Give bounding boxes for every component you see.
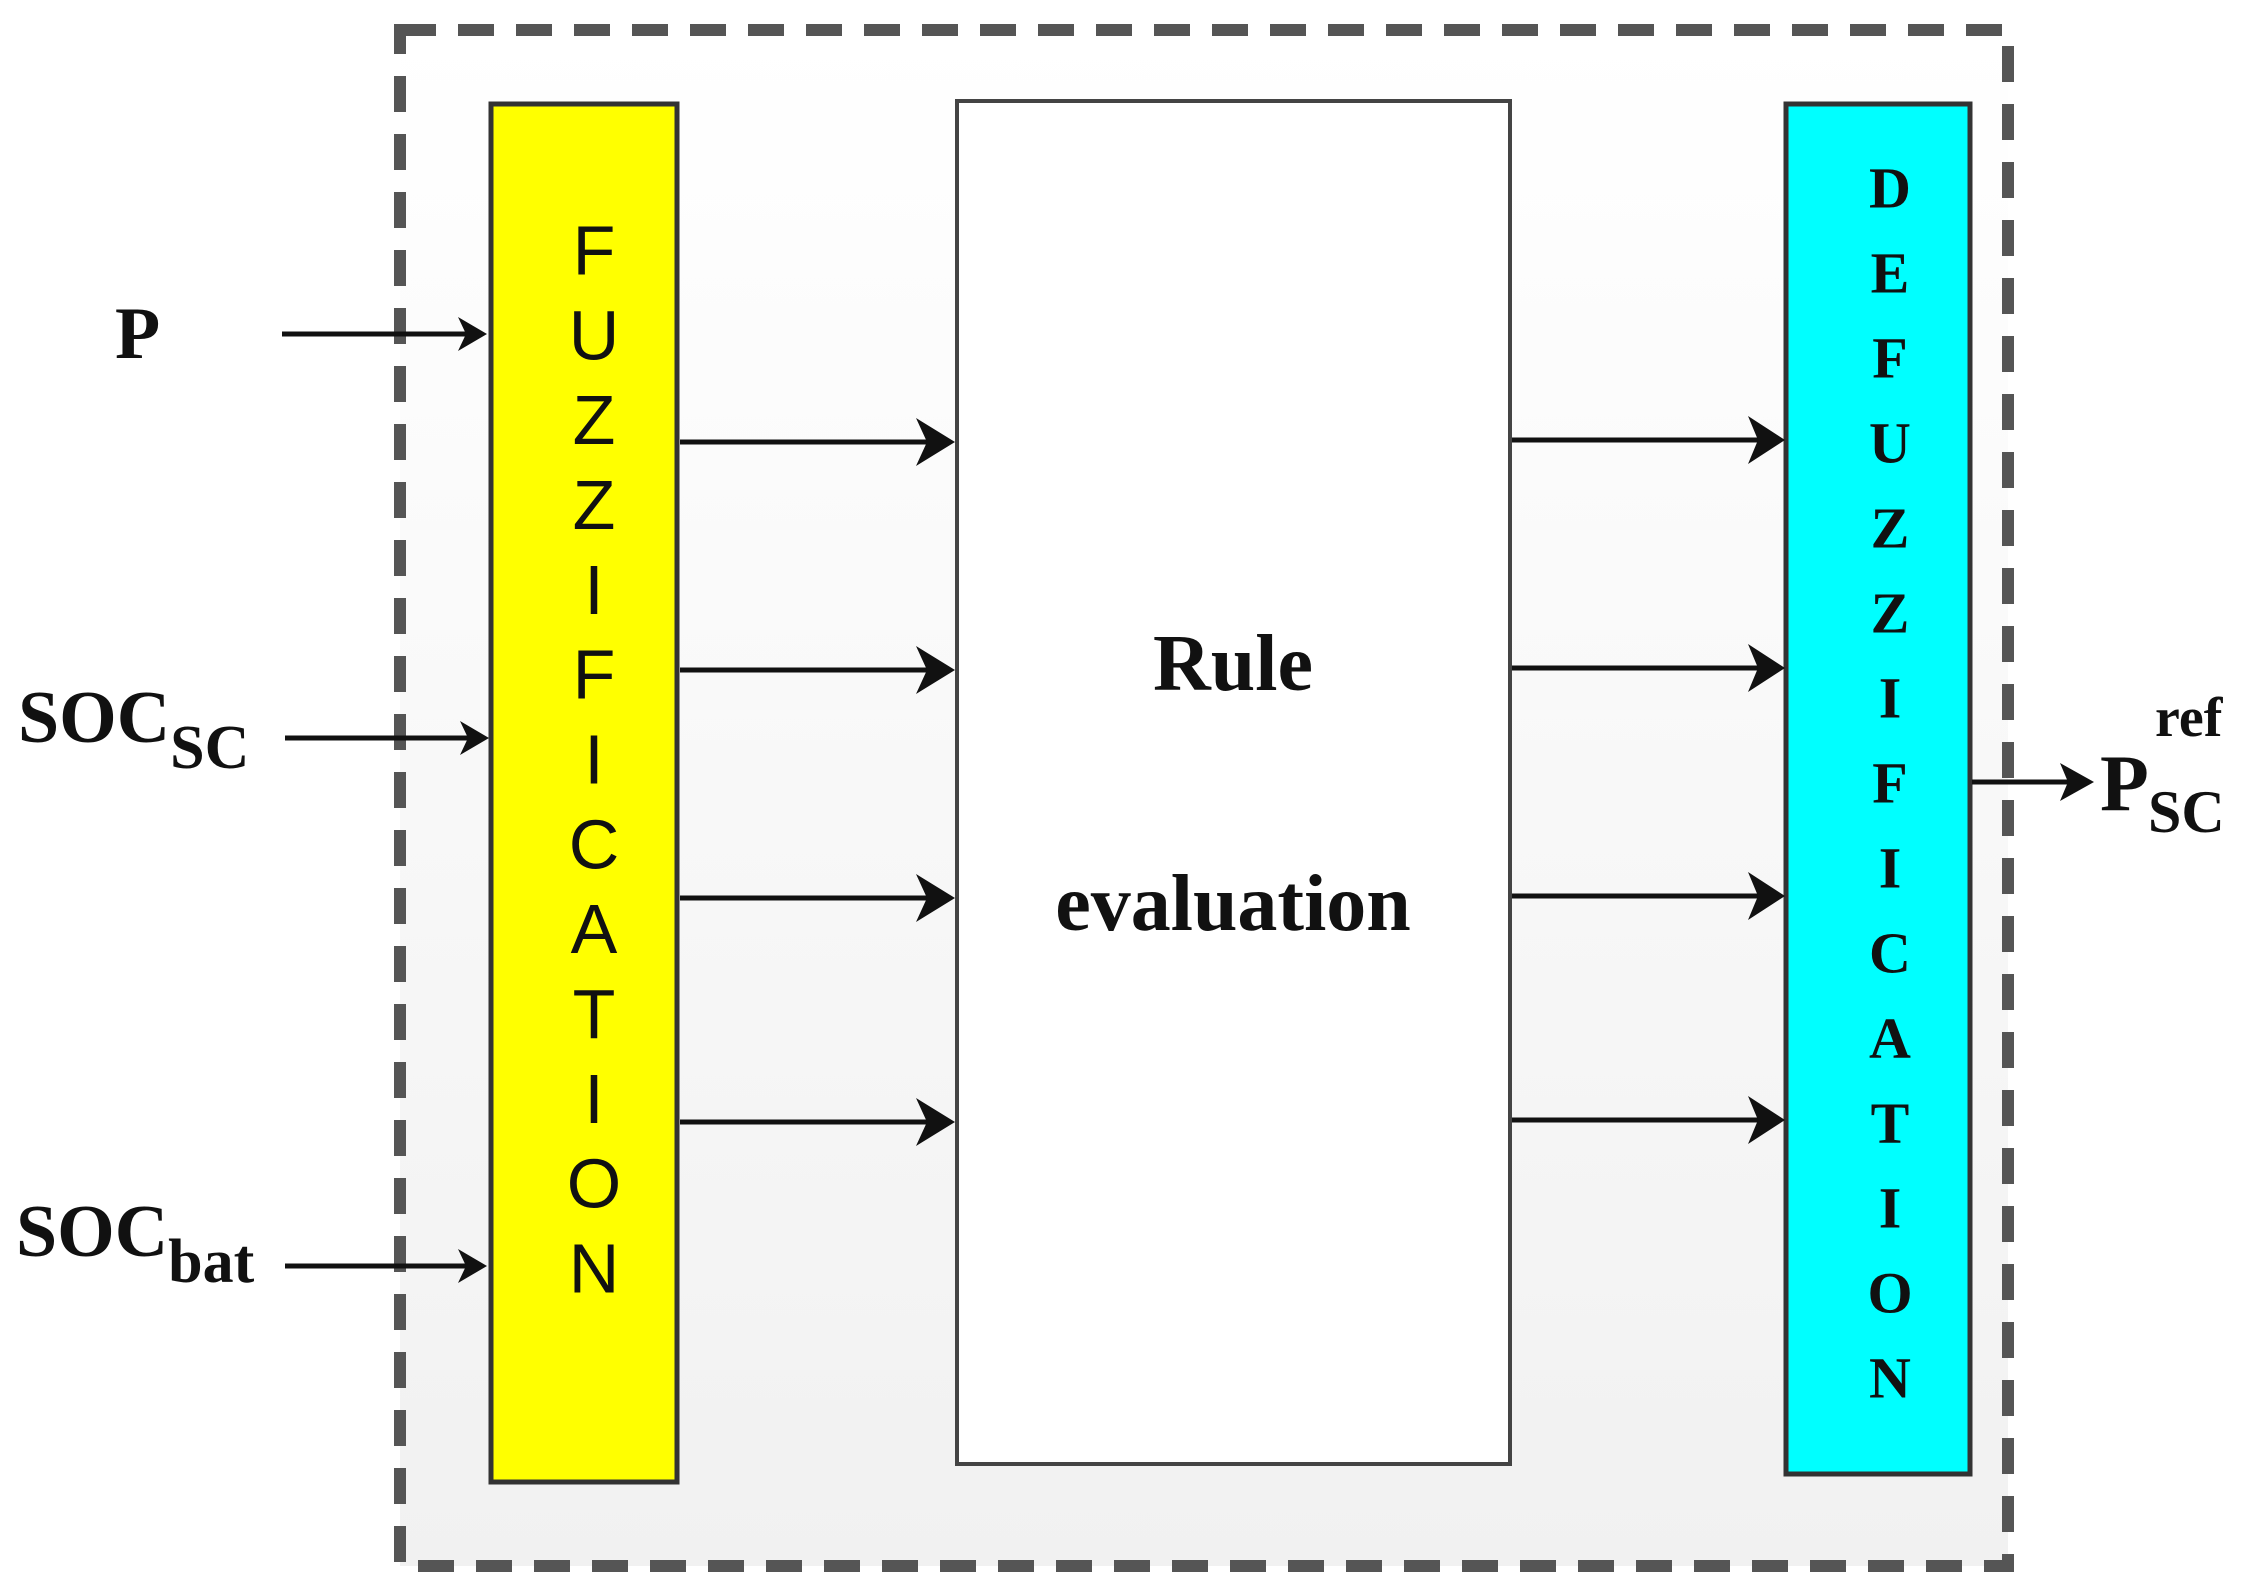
rule-evaluation-block	[955, 99, 1512, 1466]
rule-to-defuzz-arrows	[1512, 416, 1785, 1144]
defuzz-letters-letter: D	[1869, 155, 1911, 220]
input-arrows	[282, 317, 489, 1283]
fuzz-to-rule-arrows	[680, 418, 955, 1146]
output-label-sub: SC	[2148, 779, 2225, 845]
output-label-sup: ref	[2155, 687, 2224, 749]
defuzz-letters-letter: N	[1869, 1345, 1911, 1410]
fuzz-letters-letter: F	[573, 636, 616, 714]
input-arrowhead-soc-bat	[458, 1249, 487, 1283]
defuzz-letters-letter: I	[1879, 1175, 1902, 1240]
fuzz-letters-letter: I	[584, 1060, 603, 1138]
defuzzification-block	[1783, 101, 1973, 1477]
fuzz-letters-letter: A	[571, 890, 618, 968]
fuzz-letters-letter: Z	[573, 466, 616, 544]
output-arrow	[1972, 763, 2094, 801]
fuzz-letters-letter: Z	[573, 381, 616, 459]
defuzz-letters-letter: U	[1869, 410, 1911, 475]
input-label-soc-bat: SOCbat	[16, 1191, 255, 1296]
defuzz-letters-letter: I	[1879, 665, 1902, 730]
output-label: P	[2100, 740, 2149, 828]
defuzz-letters-letter: A	[1869, 1005, 1911, 1070]
defuzz-letters-letter: C	[1869, 920, 1911, 985]
fuzzification-block	[488, 101, 680, 1485]
fuzz-letters-letter: N	[569, 1229, 620, 1307]
rule-label-line1: Rule	[1153, 620, 1313, 708]
input-arrowhead-soc-sc	[460, 721, 489, 755]
rule-label-line2: evaluation	[1055, 860, 1411, 948]
input-label-p: P	[115, 293, 160, 375]
defuzz-letters-letter: E	[1871, 240, 1910, 305]
fuzz-letters-letter: T	[573, 975, 616, 1053]
defuzz-letters-letter: T	[1871, 1090, 1910, 1155]
input-label-soc-sc: SOCSC	[18, 677, 249, 782]
defuzz-letters-letter: F	[1872, 750, 1907, 815]
input-arrowhead-p	[458, 317, 487, 351]
fuzz-letters-letter: C	[569, 805, 620, 883]
fuzz-letters-letter: I	[584, 551, 603, 629]
defuzz-letters-letter: O	[1867, 1260, 1912, 1325]
fuzz-letters-letter: U	[569, 296, 620, 374]
fuzz-letters-letter: O	[567, 1145, 621, 1223]
fuzz-letters-letter: F	[573, 211, 616, 289]
defuzz-letters-letter: Z	[1871, 580, 1910, 645]
defuzz-letters-letter: I	[1879, 835, 1902, 900]
defuzz-letters-letter: Z	[1871, 495, 1910, 560]
defuzz-letters-letter: F	[1872, 325, 1907, 390]
fuzz-letters-letter: I	[584, 720, 603, 798]
